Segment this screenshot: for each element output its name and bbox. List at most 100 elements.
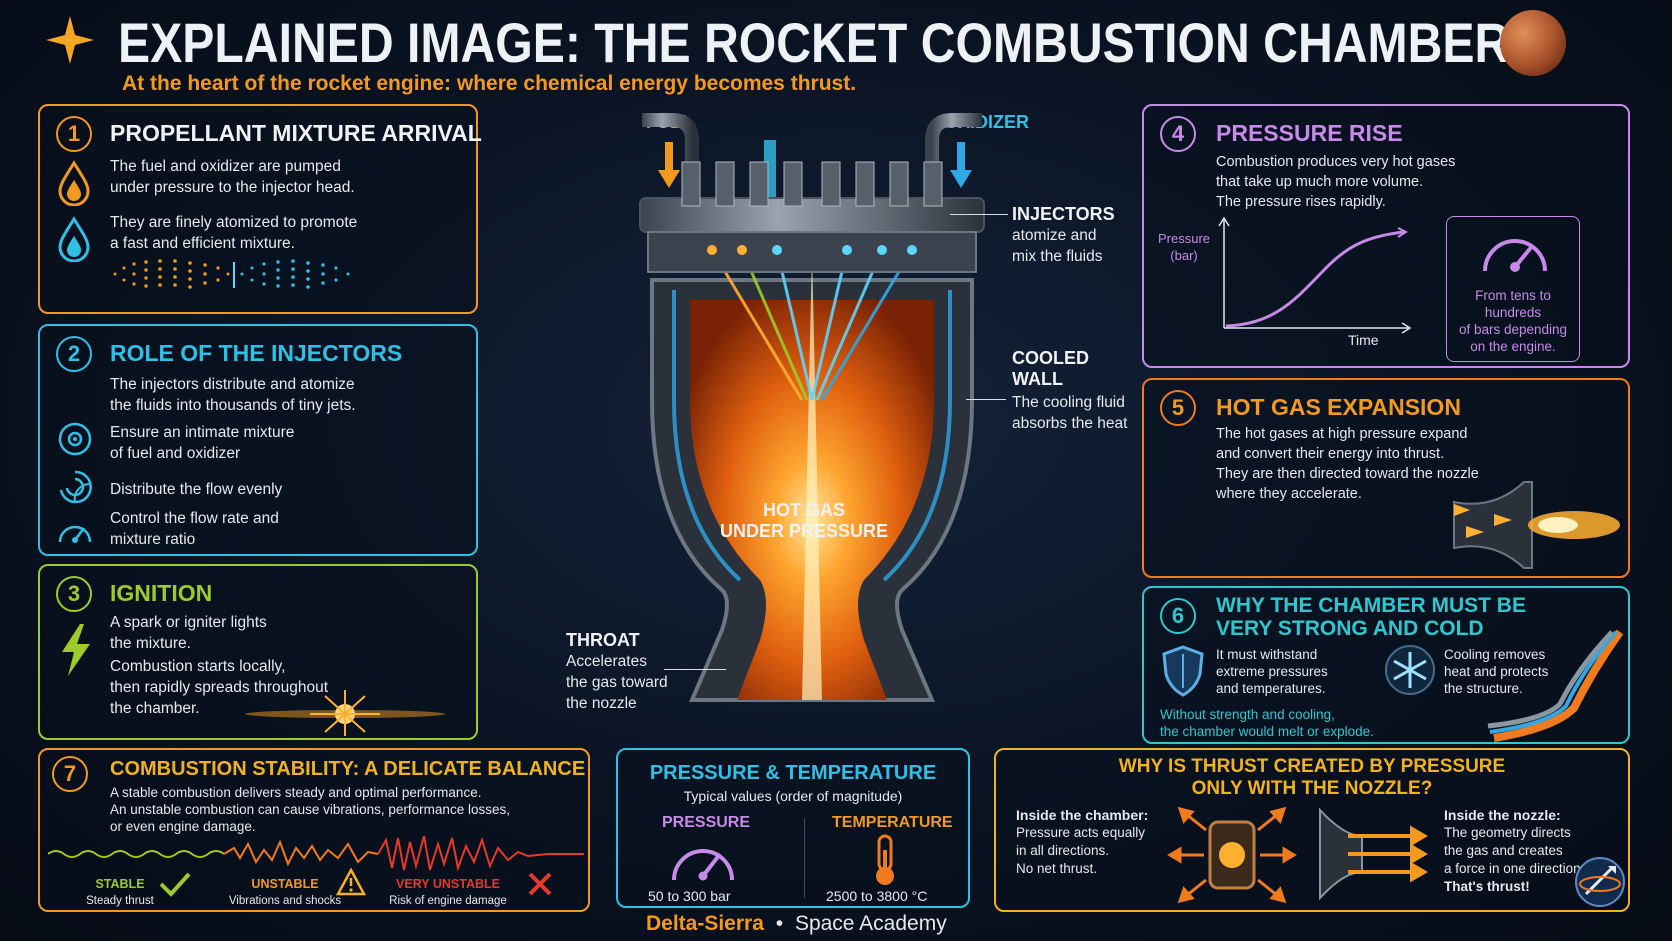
oxidizer-drop-icon bbox=[56, 216, 92, 262]
callout-title: COOLED bbox=[1012, 348, 1090, 368]
very-unstable-status: VERY UNSTABLE Risk of engine damage bbox=[378, 876, 518, 910]
cooled-wall-callout: COOLED WALL The cooling fluid absorbs th… bbox=[1012, 348, 1127, 434]
text-line: The pressure rises rapidly. bbox=[1216, 194, 1386, 210]
planet-icon bbox=[1500, 10, 1566, 76]
panel-title: ROLE OF THE INJECTORS bbox=[110, 340, 403, 366]
callout-title: INJECTORS bbox=[1012, 204, 1115, 224]
text-line: The geometry directs bbox=[1444, 825, 1571, 840]
hot-gas-label: HOT GAS UNDER PRESSURE bbox=[716, 500, 892, 542]
text-line: WHY IS THRUST CREATED BY PRESSURE bbox=[1118, 756, 1506, 777]
combustion-chamber-illustration bbox=[612, 100, 1012, 750]
step-number: 4 bbox=[1160, 116, 1196, 152]
pressure-gauge-icon bbox=[668, 836, 738, 884]
fuel-arrow-icon bbox=[658, 142, 680, 190]
text-line: in all directions. bbox=[1016, 843, 1110, 858]
text-line: Pressure acts equally bbox=[1016, 825, 1146, 840]
panel-pressure-rise: 4 PRESSURE RISE Combustion produces very… bbox=[1142, 104, 1630, 368]
panel-subtitle: Typical values (order of magnitude) bbox=[683, 788, 903, 804]
status-sub: Vibrations and shocks bbox=[228, 895, 342, 907]
panel-propellant-arrival: 1 PROPELLANT MIXTURE ARRIVAL The fuel an… bbox=[38, 104, 482, 314]
warning-text: Without strength and cooling, the chambe… bbox=[1160, 706, 1374, 740]
text-line: They are finely atomized to promote bbox=[110, 214, 358, 231]
text-line: the fluids into thousands of tiny jets. bbox=[110, 397, 356, 414]
text-line: UNDER PRESSURE bbox=[719, 521, 889, 541]
panel-text: The fuel and oxidizer are pumped under p… bbox=[110, 156, 355, 198]
panel-combustion-stability: 7 COMBUSTION STABILITY: A DELICATE BALAN… bbox=[38, 748, 590, 912]
text-line: HOT GAS bbox=[762, 500, 845, 520]
pressure-curve-chart bbox=[1218, 216, 1418, 336]
status-sub: Steady thrust bbox=[86, 895, 154, 907]
text-line: It must withstand bbox=[1216, 647, 1318, 662]
pressure-value: 50 to 300 bar bbox=[648, 888, 731, 904]
text-line: Pressure bbox=[1158, 231, 1211, 246]
text-line: the gas and creates bbox=[1444, 843, 1563, 858]
text-line: A spark or igniter lights bbox=[110, 614, 267, 631]
text-line: They are then directed toward the nozzle bbox=[1216, 466, 1479, 482]
text-line: where they accelerate. bbox=[1216, 486, 1362, 502]
text-line: Without strength and cooling, bbox=[1160, 707, 1335, 722]
text-line: atomize and bbox=[1012, 227, 1097, 244]
text-line: mixture ratio bbox=[110, 531, 196, 548]
text-line: of fuel and oxidizer bbox=[110, 445, 241, 462]
thermometer-icon bbox=[870, 834, 900, 888]
callout-title: THROAT bbox=[566, 630, 640, 650]
text-line: then rapidly spreads throughout bbox=[110, 679, 329, 696]
text-line: the mixture. bbox=[110, 635, 191, 652]
brand-name: Delta-Sierra bbox=[646, 912, 764, 935]
text-line: and temperatures. bbox=[1216, 681, 1326, 696]
panel-injectors-role: 2 ROLE OF THE INJECTORS The injectors di… bbox=[38, 324, 478, 556]
text-line: Control the flow rate and bbox=[110, 510, 279, 527]
panel-title: PROPELLANT MIXTURE ARRIVAL bbox=[110, 120, 482, 146]
footer-brand: Delta-Sierra • Space Academy bbox=[646, 912, 947, 936]
text-line: ONLY WITH THE NOZZLE? bbox=[1191, 778, 1433, 799]
list-item: Control the flow rate and mixture ratio bbox=[110, 508, 279, 550]
callout-line bbox=[664, 669, 726, 670]
cooling-text: Cooling removes heat and protects the st… bbox=[1444, 646, 1548, 697]
panel-title: WHY THE CHAMBER MUST BE VERY STRONG AND … bbox=[1216, 594, 1526, 640]
callout-title: WALL bbox=[1012, 369, 1063, 389]
step-number: 6 bbox=[1160, 598, 1196, 634]
warning-triangle-icon bbox=[336, 868, 366, 896]
callout-line bbox=[966, 399, 1006, 400]
text-line: A stable combustion delivers steady and … bbox=[110, 785, 482, 800]
step-number: 1 bbox=[56, 116, 92, 152]
fuel-drop-icon bbox=[56, 160, 92, 206]
separator: • bbox=[775, 912, 784, 935]
gauge-box: From tens to hundreds of bars depending … bbox=[1446, 216, 1580, 362]
temperature-label: TEMPERATURE bbox=[832, 814, 953, 831]
panel-title: COMBUSTION STABILITY: A DELICATE BALANCE bbox=[110, 758, 586, 780]
axis-label-x: Time bbox=[1348, 332, 1379, 348]
text-line: The fuel and oxidizer are pumped bbox=[110, 158, 341, 175]
swirl-icon bbox=[56, 468, 94, 506]
text-line: on the engine. bbox=[1470, 339, 1556, 354]
panel-text: The hot gases at high pressure expand an… bbox=[1216, 424, 1479, 504]
lightning-icon bbox=[56, 622, 96, 678]
text-line: (bar) bbox=[1170, 248, 1198, 263]
text-line: heat and protects bbox=[1444, 664, 1549, 679]
nozzle-thrust-illustration bbox=[1318, 806, 1428, 902]
panel-title: IGNITION bbox=[110, 580, 213, 606]
mixing-target-icon bbox=[56, 420, 94, 458]
gauge-icon bbox=[1479, 225, 1551, 277]
divider bbox=[804, 818, 805, 898]
text-line: hundreds bbox=[1484, 305, 1542, 320]
text-line: that take up much more volume. bbox=[1216, 174, 1424, 190]
text-line: No net thrust. bbox=[1016, 861, 1098, 876]
text-line: the nozzle bbox=[566, 695, 637, 712]
chamber-pressure-arrows-illustration bbox=[1162, 800, 1302, 910]
text-line: of bars depending bbox=[1458, 322, 1568, 337]
panel-ignition: 3 IGNITION A spark or igniter lights the… bbox=[38, 564, 478, 740]
text-line: VERY STRONG AND COLD bbox=[1216, 617, 1484, 640]
panel-text: Combustion starts locally, then rapidly … bbox=[110, 656, 328, 719]
temperature-value: 2500 to 3800 °C bbox=[826, 888, 928, 904]
page-subtitle: At the heart of the rocket engine: where… bbox=[122, 72, 857, 95]
pressure-label: PRESSURE bbox=[662, 814, 751, 831]
panel-title: PRESSURE RISE bbox=[1216, 120, 1403, 146]
cross-icon bbox=[526, 870, 554, 898]
step-number: 7 bbox=[52, 756, 88, 792]
nozzle-flow-illustration bbox=[1154, 480, 1624, 570]
text-line: Accelerates bbox=[566, 653, 647, 670]
text-line: The hot gases at high pressure expand bbox=[1216, 426, 1468, 442]
text-line: Ensure an intimate mixture bbox=[110, 424, 295, 441]
throat-callout: THROAT Accelerates the gas toward the no… bbox=[566, 630, 668, 714]
